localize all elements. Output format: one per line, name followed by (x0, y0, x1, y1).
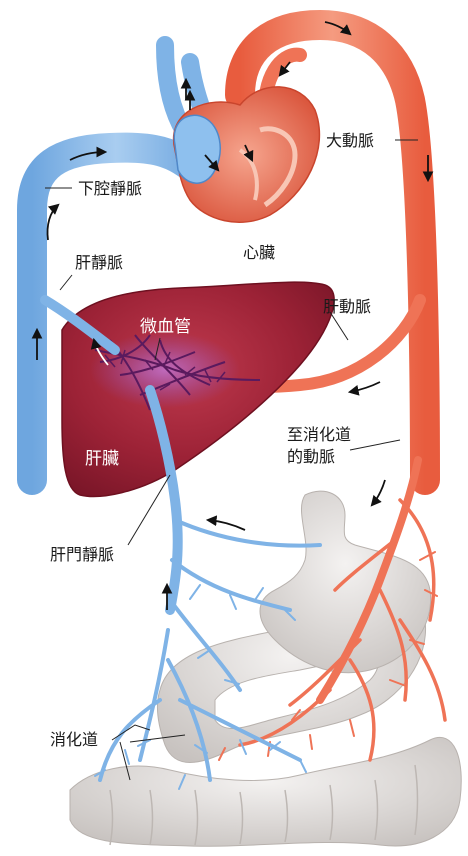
large-intestine (70, 737, 461, 846)
label-digestive-tract: 消化道 (50, 730, 98, 749)
label-heart: 心臟 (243, 243, 275, 262)
label-ivc: 下腔靜脈 (78, 179, 142, 198)
label-liver: 肝臟 (85, 449, 119, 469)
label-hepatic-artery: 肝動脈 (323, 297, 371, 316)
arrow-portal-stomach (208, 520, 245, 530)
heart (174, 87, 320, 222)
label-capillary: 微血管 (140, 317, 191, 337)
label-digestive-artery-2: 的動脈 (287, 447, 335, 466)
label-hepatic-vein: 肝靜脈 (75, 253, 123, 272)
arrow-ivc-curve (47, 205, 58, 240)
label-digestive-artery-1: 至消化道 (287, 425, 351, 444)
label-aorta: 大動脈 (326, 131, 374, 150)
arrow-hepatic-artery (350, 382, 380, 392)
label-portal-vein: 肝門靜脈 (50, 545, 114, 564)
arrow-digestive-artery (372, 480, 385, 505)
